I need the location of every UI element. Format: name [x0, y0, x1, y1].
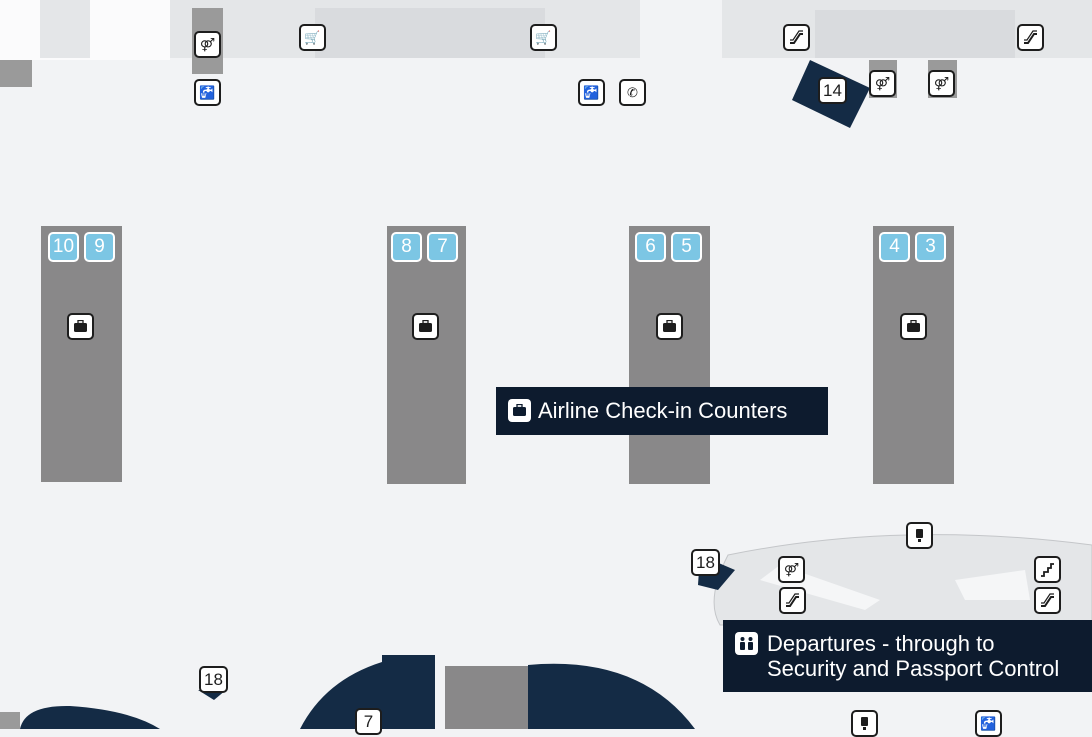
gate-marker-14[interactable]: 14: [818, 77, 847, 104]
checkin-counter-6-5: [629, 226, 710, 484]
gate-marker-18-east[interactable]: 18: [691, 549, 720, 576]
drinking-fountain-icon[interactable]: 🚰: [578, 79, 605, 106]
bottom-corridor: [445, 666, 528, 729]
atm-icon[interactable]: [906, 522, 933, 549]
escalator-icon[interactable]: [783, 24, 810, 51]
departures-label-line1: Departures - through to: [767, 631, 995, 656]
gate-marker-7[interactable]: 7: [355, 708, 382, 735]
telephone-icon[interactable]: ✆: [619, 79, 646, 106]
gate-badge-8[interactable]: 8: [391, 232, 422, 262]
departures-icon: [735, 632, 758, 655]
baggage-cart-icon[interactable]: 🛒: [299, 24, 326, 51]
checkin-label-text: Airline Check-in Counters: [538, 398, 788, 423]
top-concourse-inner: [315, 8, 545, 58]
drinking-fountain-icon[interactable]: 🚰: [194, 79, 221, 106]
gate-badge-10[interactable]: 10: [48, 232, 79, 262]
restroom-icon[interactable]: ⚤: [869, 70, 896, 97]
baggage-icon[interactable]: [656, 313, 683, 340]
atm-icon[interactable]: [851, 710, 878, 737]
baggage-icon[interactable]: [900, 313, 927, 340]
checkin-counter-10-9: [41, 226, 122, 482]
gate-badge-5[interactable]: 5: [671, 232, 702, 262]
top-right-inner: [815, 10, 1015, 58]
baggage-icon[interactable]: [67, 313, 94, 340]
escalator-icon[interactable]: [1017, 24, 1044, 51]
gate-marker-18-west[interactable]: 18: [199, 666, 228, 693]
escalator-icon[interactable]: [779, 587, 806, 614]
gate-badge-7[interactable]: 7: [427, 232, 458, 262]
gate-badge-4[interactable]: 4: [879, 232, 910, 262]
escalator-icon[interactable]: [1034, 587, 1061, 614]
baggage-icon: [508, 399, 531, 422]
baggage-icon[interactable]: [412, 313, 439, 340]
gate-badge-6[interactable]: 6: [635, 232, 666, 262]
baggage-cart-icon[interactable]: 🛒: [530, 24, 557, 51]
departures-label-line2: Security and Passport Control: [767, 656, 1060, 681]
restroom-icon[interactable]: ⚤: [928, 70, 955, 97]
departures-label[interactable]: Departures - through to Security and Pas…: [723, 620, 1092, 692]
top-left-wall: [0, 60, 32, 87]
gate-badge-3[interactable]: 3: [915, 232, 946, 262]
checkin-label[interactable]: Airline Check-in Counters: [496, 387, 828, 435]
checkin-counter-4-3: [873, 226, 954, 484]
stairs-icon[interactable]: [1034, 556, 1061, 583]
top-left-strip: [40, 0, 90, 58]
restroom-icon[interactable]: ⚤: [778, 556, 805, 583]
checkin-counter-8-7: [387, 226, 466, 484]
restroom-icon[interactable]: ⚤: [194, 31, 221, 58]
gate-badge-9[interactable]: 9: [84, 232, 115, 262]
drinking-fountain-icon[interactable]: 🚰: [975, 710, 1002, 737]
